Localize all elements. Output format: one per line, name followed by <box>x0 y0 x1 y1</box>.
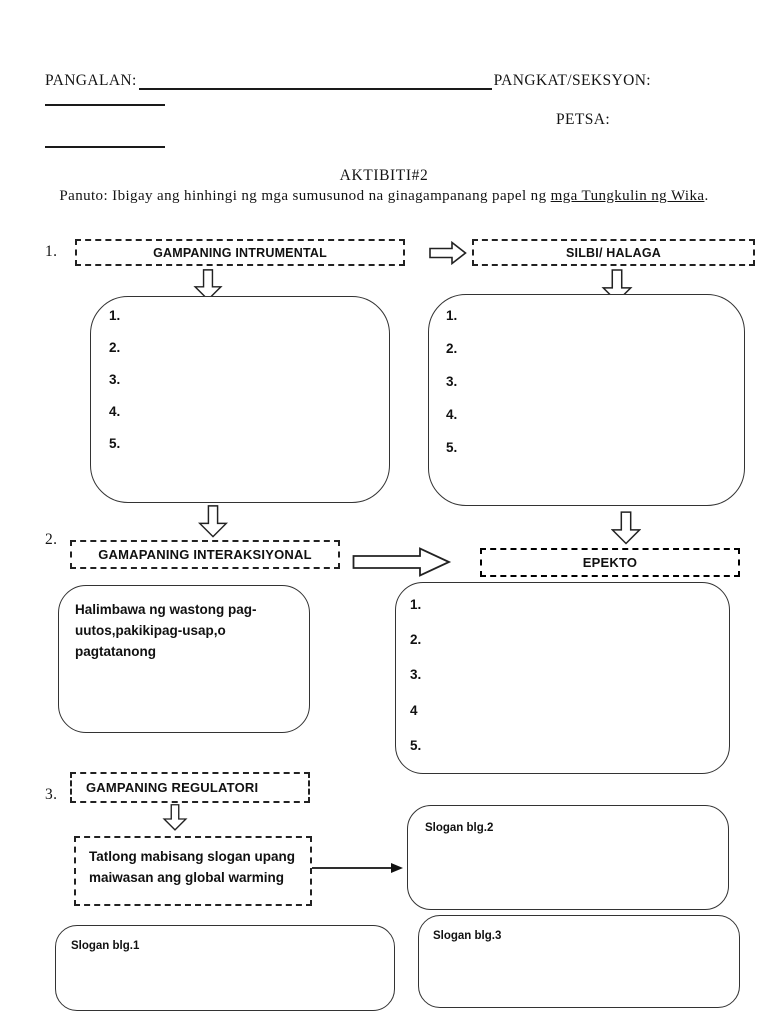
section2-right-title: EPEKTO <box>582 555 638 570</box>
section1-left-title-box: GAMPANING INTRUMENTAL <box>75 239 405 266</box>
section2-left-title-box: GAMAPANING INTERAKSIYONAL <box>70 540 340 569</box>
list-number: 5. <box>446 440 458 455</box>
slogan-box-1-label: Slogan blg.1 <box>71 940 140 952</box>
blank-line-2[interactable] <box>45 128 165 148</box>
instructions: Panuto: Ibigay ang hinhingi ng mga sumus… <box>0 188 768 205</box>
answer-box-epekto[interactable]: 1. 2. 3. 4 5. <box>395 582 730 774</box>
slogan-box-2-label: Slogan blg.2 <box>425 822 494 834</box>
list-number: 2. <box>109 340 121 355</box>
group-label: PANGKAT/SEKSYON: <box>493 72 651 89</box>
slogan-prompt-box: Tatlong mabisang slogan upang maiwasan a… <box>74 836 312 906</box>
slogan-box-3-label: Slogan blg.3 <box>433 930 502 942</box>
section2-number: 2. <box>45 531 58 548</box>
section1-left-title: GAMPANING INTRUMENTAL <box>153 245 327 260</box>
section3-title-box: GAMPANING REGULATORI <box>70 772 310 803</box>
name-blank-line[interactable] <box>138 70 492 90</box>
date-label: PETSA: <box>556 111 611 128</box>
section1-number: 1. <box>45 243 58 260</box>
name-label: PANGALAN: <box>45 72 137 89</box>
section2-right-title-box: EPEKTO <box>480 548 740 577</box>
list-number: 5. <box>109 436 121 451</box>
arrow-right-icon <box>352 547 452 577</box>
list-number: 3. <box>446 374 458 389</box>
list-number: 1. <box>109 308 121 323</box>
list-number: 5. <box>410 737 422 753</box>
slogan-box-1[interactable]: Slogan blg.1 <box>55 925 395 1011</box>
instructions-prefix: Panuto: Ibigay ang hinhingi ng mga sumus… <box>59 188 551 204</box>
arrow-down-icon <box>198 505 228 538</box>
arrow-down-icon <box>611 511 641 545</box>
list-number: 2. <box>410 632 422 648</box>
connector-arrow-icon <box>312 863 403 873</box>
arrow-right-icon <box>429 241 467 265</box>
section2-left-title: GAMAPANING INTERAKSIYONAL <box>98 547 312 562</box>
note-line-2: uutos,pakikipag-usap,o pagtatanong <box>75 622 226 659</box>
answer-box-instrumental[interactable]: 1. 2. 3. 4. 5. <box>90 296 390 503</box>
note-line-1: Halimbawa ng wastong pag- <box>75 602 257 617</box>
list-number: 3. <box>109 372 121 387</box>
slogan-box-3[interactable]: Slogan blg.3 <box>418 915 740 1008</box>
blank-line-1[interactable] <box>45 86 165 106</box>
arrow-down-icon <box>193 269 223 301</box>
section1-right-title-box: SILBI/ HALAGA <box>472 239 755 266</box>
prompt-line-2: maiwasan ang global warming <box>89 869 285 885</box>
list-number: 1. <box>410 597 422 612</box>
list-number: 4. <box>446 407 458 422</box>
list-number: 4. <box>109 404 121 419</box>
arrow-down-icon <box>162 804 188 831</box>
answer-box-silbi-halaga[interactable]: 1. 2. 3. 4. 5. <box>428 294 745 506</box>
example-note-box[interactable]: Halimbawa ng wastong pag- uutos,pakikipa… <box>58 585 310 733</box>
section3-title: GAMPANING REGULATORI <box>86 780 259 795</box>
instructions-underlined-phrase: mga Tungkulin ng Wika <box>550 188 705 204</box>
list-number: 2. <box>446 341 458 356</box>
list-number: 3. <box>410 667 422 683</box>
slogan-box-2[interactable]: Slogan blg.2 <box>407 805 729 910</box>
section1-right-title: SILBI/ HALAGA <box>566 245 661 260</box>
section3-number: 3. <box>45 786 58 803</box>
prompt-line-1: Tatlong mabisang slogan upang <box>89 849 296 864</box>
list-number: 1. <box>446 308 458 323</box>
list-number: 4 <box>410 702 418 718</box>
instructions-suffix: . <box>704 188 709 204</box>
activity-title: AKTIBITI#2 <box>339 167 429 184</box>
